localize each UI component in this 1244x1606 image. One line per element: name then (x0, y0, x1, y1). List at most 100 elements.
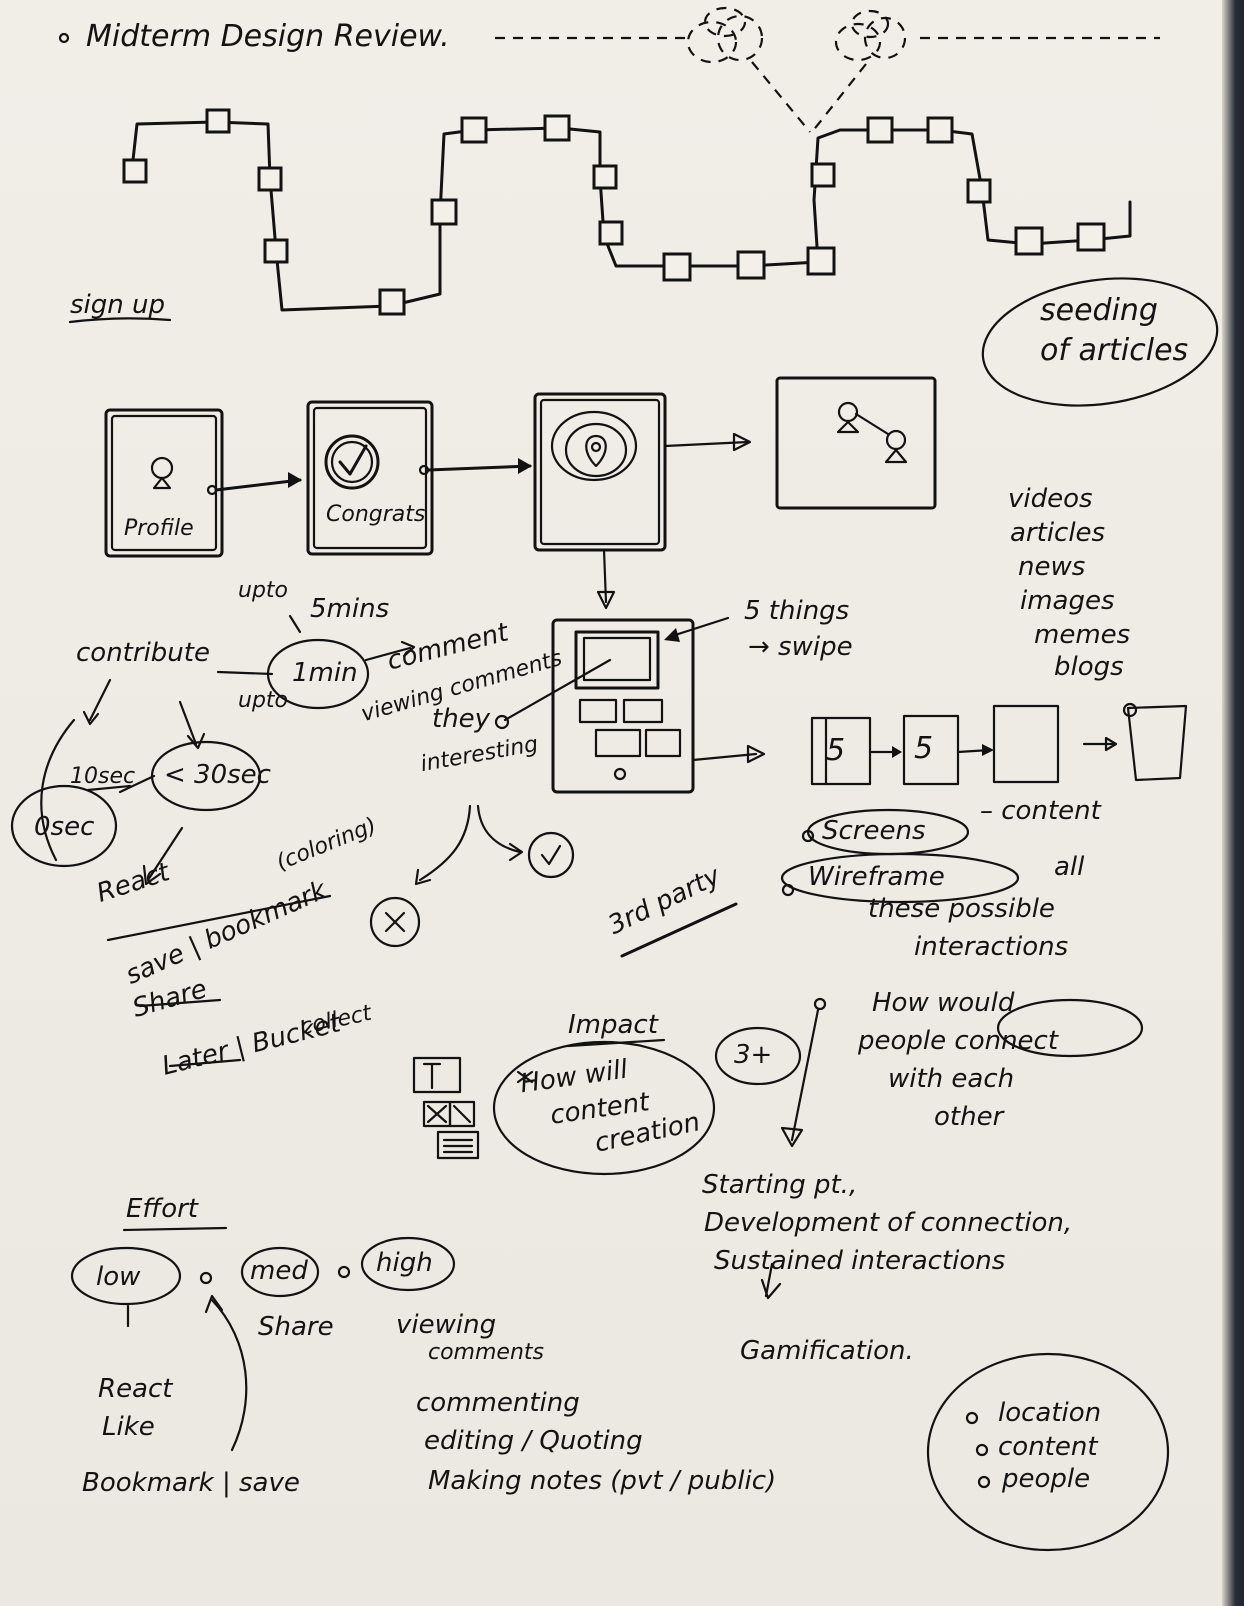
starting-line-1: Starting pt., (702, 1170, 858, 1200)
effort-comments: comments (428, 1340, 544, 1365)
upto-bottom-label: upto (238, 688, 288, 713)
effort-viewing: viewing (396, 1310, 497, 1340)
swipe-card-2: 5 (914, 731, 934, 766)
starting-line-3: Sustained interactions (714, 1246, 1006, 1276)
congrats-screen (306, 400, 434, 556)
effort-notes: Making notes (pvt / public) (428, 1466, 777, 1496)
title-bullet (58, 32, 70, 44)
arrow-to-starting (790, 1008, 820, 1142)
swipe-label: → swipe (748, 632, 853, 662)
sign-up-label: sign up (70, 290, 165, 320)
med-ellipse (240, 1246, 320, 1298)
arrow-contribute-zero (88, 678, 112, 722)
effort-commenting: commenting (416, 1388, 580, 1418)
connect-q-line-2: people connect (858, 1026, 1059, 1056)
arrow-to-gamification (764, 1262, 774, 1298)
effort-bookmark: Bookmark | save (82, 1468, 300, 1498)
low-ellipse (70, 1246, 182, 1306)
effort-share: Share (258, 1312, 334, 1342)
journey-nodes (122, 108, 1106, 316)
content-type-news: news (1018, 552, 1086, 582)
map-screen (533, 392, 667, 552)
arrow-feed-swipe (691, 752, 758, 762)
arrow-profile-congrats (214, 478, 302, 492)
impact-bubble (492, 1040, 716, 1176)
connect-q-line-3: with each (888, 1064, 1015, 1094)
connect-q-line-1: How would (872, 988, 1015, 1018)
circle-list-content: content (998, 1432, 1098, 1462)
content-note-label: – content (980, 796, 1101, 826)
arrow-contribute-minute (216, 670, 274, 676)
page-title: Midterm Design Review. (86, 19, 450, 54)
all-label: all (1054, 852, 1085, 882)
congrats-label: Congrats (326, 502, 426, 527)
upto-top-label: upto (238, 578, 288, 603)
circle-list-people: people (1002, 1464, 1091, 1494)
effort-low: low (96, 1262, 141, 1292)
arrow-map-feed (602, 548, 608, 604)
thought-cloud-right (834, 9, 907, 62)
three-plus-label: 3+ (734, 1040, 773, 1070)
third-party-underline (620, 902, 738, 958)
connect-q-line-4: other (934, 1102, 1004, 1132)
profile-screen (104, 408, 224, 558)
content-type-images: images (1020, 586, 1115, 616)
circle-list-ring (926, 1352, 1170, 1552)
accept-circle (527, 831, 575, 879)
notebook-binding (1222, 0, 1244, 1606)
swipe-card-1: 5 (826, 733, 846, 768)
arrow-congrats-map (426, 464, 532, 472)
one-min-label: 1min (292, 658, 358, 688)
impact-title: Impact (568, 1010, 658, 1040)
interactions-label: interactions (914, 932, 1069, 962)
five-mins-label: 5mins (310, 594, 390, 624)
screens-label: Screens (822, 816, 926, 846)
effort-med: med (250, 1256, 308, 1286)
arrow-five-things (670, 616, 730, 638)
wireframe-ellipse (780, 852, 1020, 904)
effort-underline (122, 1226, 228, 1232)
sign-up-underline (68, 317, 172, 324)
cloud-connector-left (751, 61, 811, 133)
starting-line-2: Development of connection, (704, 1208, 1073, 1238)
circle-list-location: location (998, 1398, 1102, 1428)
arrow-to-react (146, 826, 184, 882)
ten-sec-label: 10sec (70, 764, 136, 789)
swipe-cards (810, 702, 1188, 786)
one-min-circle (266, 638, 370, 710)
effort-like: Like (102, 1412, 155, 1442)
content-type-videos: videos (1008, 484, 1093, 514)
high-ellipse (360, 1236, 456, 1292)
content-type-articles: articles (1010, 518, 1106, 548)
connect-ellipse (996, 998, 1144, 1058)
arrow-minute-comment (364, 646, 412, 662)
thirty-sec-label: < 30sec (164, 760, 271, 790)
feed-screen (551, 618, 695, 794)
contribute-label: contribute (76, 638, 210, 668)
zero-sec-label: 0sec (34, 812, 95, 842)
arrow-they-feed (503, 658, 612, 722)
five-things-label: 5 things (744, 596, 850, 626)
seeding-line-1: seeding (1040, 293, 1158, 328)
effort-react: React (98, 1374, 173, 1404)
effort-high: high (376, 1248, 433, 1278)
three-plus-circle (714, 1026, 802, 1086)
journey-path (129, 120, 1132, 312)
content-type-blogs: blogs (1054, 652, 1124, 682)
arrow-contribute-thirty (178, 700, 198, 746)
arrow-map-people (663, 440, 750, 448)
profile-label: Profile (124, 516, 194, 541)
effort-title: Effort (126, 1194, 198, 1224)
these-possible-label: these possible (868, 894, 1055, 924)
arrow-bookmark-low (210, 1298, 248, 1452)
seeding-line-2: of articles (1040, 333, 1189, 368)
gamification-label: Gamification. (740, 1336, 914, 1366)
zero-sec-circle (10, 784, 118, 868)
seeding-circle (981, 277, 1219, 407)
they-label: they (432, 704, 491, 734)
social-icons (412, 1056, 480, 1160)
cloud-connector-right (811, 63, 867, 133)
arrow-to-reject (418, 804, 472, 882)
